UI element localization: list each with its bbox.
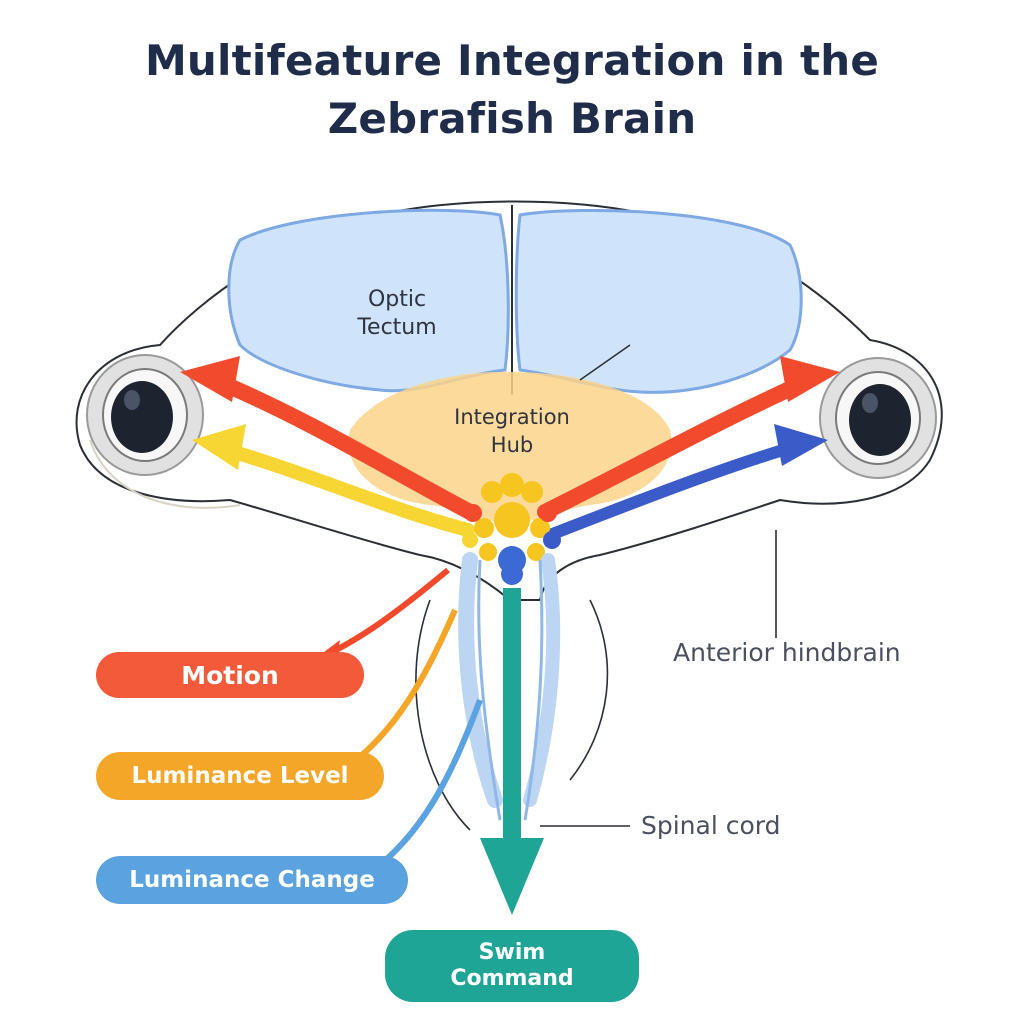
luminance-change-pill: Luminance Change — [96, 856, 408, 904]
integration-hub-label-2: Hub — [491, 433, 533, 457]
motion-pill: Motion — [96, 652, 364, 698]
swim-command-line-1: Swim — [478, 940, 546, 965]
level-arrow-left — [213, 441, 475, 537]
hub-cluster — [462, 473, 561, 585]
motion-arrowhead-right — [780, 356, 840, 402]
spinal-cord-right-strand — [523, 553, 561, 807]
anterior-hindbrain-label: Anterior hindbrain — [673, 638, 901, 667]
change-arrow-right — [544, 439, 806, 541]
level-arrowhead-left — [192, 424, 246, 470]
title-line-2: Zebrafish Brain — [327, 94, 697, 143]
luminance-level-pill: Luminance Level — [96, 752, 384, 800]
optic-tectum-label-1: Optic — [368, 287, 426, 312]
optic-tectum-label-2: Tectum — [356, 315, 436, 340]
swim-command-pill: Swim Command — [385, 930, 639, 1002]
right-eye — [819, 357, 937, 479]
spinal-cord-label: Spinal cord — [641, 811, 781, 840]
swim-command-line-2: Command — [450, 966, 574, 991]
swim-arrow-shaft — [503, 588, 521, 840]
title-line-1: Multifeature Integration in the — [144, 36, 880, 85]
left-eye — [86, 354, 204, 476]
motion-arrow-left — [207, 372, 478, 520]
motion-arrow-right — [537, 374, 813, 520]
optic-tectum-right-lobe — [514, 208, 803, 394]
change-arrowhead-right — [774, 424, 828, 466]
integration-hub-label-1: Integration — [454, 405, 570, 429]
spinal-cord-left-strand — [458, 552, 503, 808]
motion-arrowhead-left — [180, 356, 240, 402]
swim-arrowhead — [480, 838, 544, 915]
